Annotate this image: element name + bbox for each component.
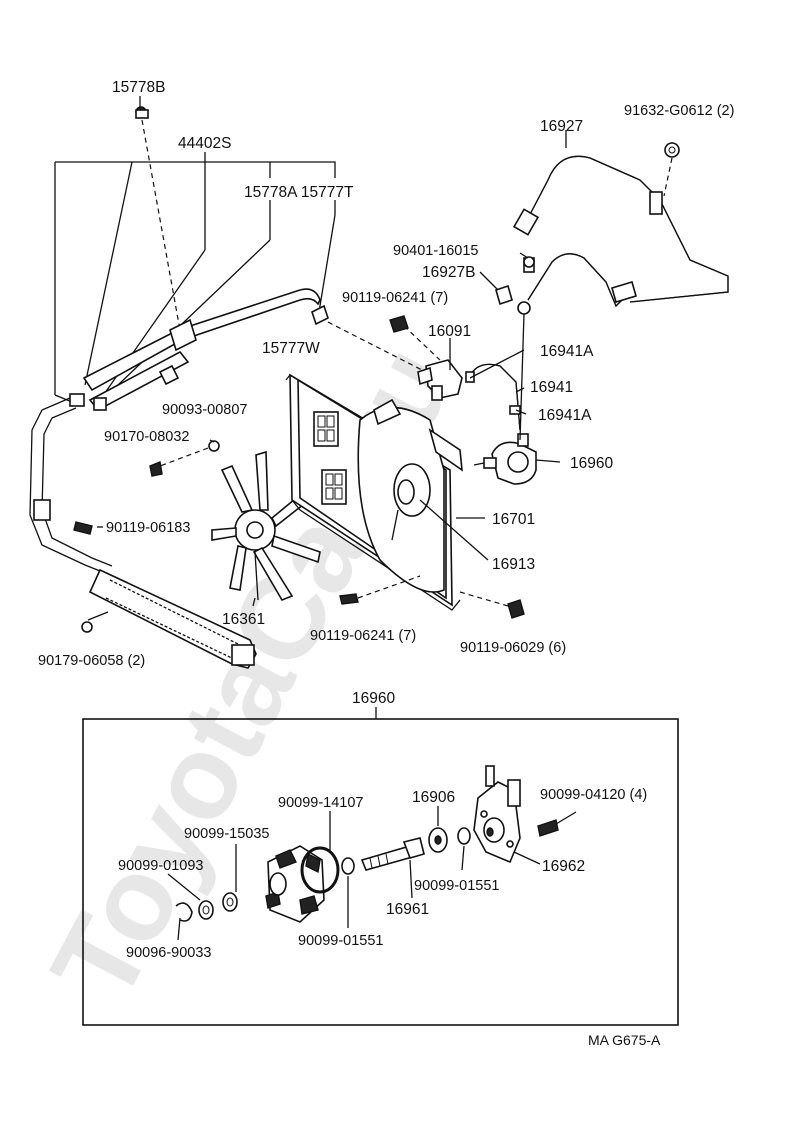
label-90099-14107: 90099-14107 bbox=[278, 795, 363, 811]
label-90119-06241-lower: 90119-06241 (7) bbox=[310, 628, 416, 644]
label-90099-15035: 90099-15035 bbox=[184, 826, 269, 842]
label-16091: 16091 bbox=[428, 323, 471, 340]
bolt-90179-06058-icon bbox=[81, 611, 109, 633]
label-90119-06029: 90119-06029 (6) bbox=[460, 640, 566, 656]
detail-labels: 90099-14107 16906 90099-04120 (4) 90099-… bbox=[118, 787, 647, 961]
o-ring-icon bbox=[300, 846, 340, 894]
label-44402s: 44402S bbox=[178, 135, 231, 152]
label-16941a-lower: 16941A bbox=[538, 407, 592, 424]
label-90401-16015: 90401-16015 bbox=[393, 243, 478, 259]
grommet-91632-g0612-icon bbox=[663, 142, 680, 197]
label-16927: 16927 bbox=[540, 118, 583, 135]
label-90093-00807: 90093-00807 bbox=[162, 402, 247, 418]
upper-leaders bbox=[97, 130, 567, 607]
connector-15777w-icon bbox=[311, 304, 329, 326]
bearing-90099-15035-icon bbox=[222, 892, 238, 912]
bolt-15778b-icon bbox=[135, 106, 149, 119]
label-90099-04120: 90099-04120 (4) bbox=[540, 787, 647, 803]
ring-90099-01551-right-icon bbox=[457, 827, 471, 845]
hose-16941-icon bbox=[465, 363, 521, 431]
bolt-90099-04120-icon bbox=[537, 811, 577, 837]
bolt-90119-06029-icon bbox=[459, 591, 525, 619]
bolt-90119-06241-lower-icon bbox=[339, 575, 421, 605]
oil-cooler-pipes bbox=[29, 288, 321, 576]
upper-assembly: 15778B 44402S 15778A 15777T 15777W 90093… bbox=[29, 79, 734, 669]
fan-shroud-icon bbox=[285, 373, 463, 611]
valve-16091-icon bbox=[319, 315, 463, 401]
label-16961: 16961 bbox=[386, 901, 429, 918]
label-90096-90033: 90096-90033 bbox=[126, 945, 211, 961]
label-15778b: 15778B bbox=[112, 79, 165, 96]
label-16701: 16701 bbox=[492, 511, 535, 528]
upper-labels: 15778B 44402S 15778A 15777T 15777W 90093… bbox=[38, 79, 734, 669]
pump-cover-icon bbox=[473, 765, 521, 864]
label-91632-g0612: 91632-G0612 (2) bbox=[624, 103, 734, 119]
bolt-90401-16015-icon bbox=[523, 256, 535, 273]
snap-ring-icon bbox=[175, 902, 193, 922]
label-90119-06183: 90119-06183 bbox=[106, 520, 190, 536]
hydraulic-pump-icon bbox=[473, 433, 537, 485]
label-16941a-upper: 16941A bbox=[540, 343, 594, 360]
detail-frame bbox=[82, 718, 679, 1026]
detail-16960: 16960 bbox=[82, 690, 679, 1026]
label-15777w: 15777W bbox=[262, 340, 320, 357]
label-16361: 16361 bbox=[222, 611, 265, 628]
fan-motor-icon bbox=[391, 463, 431, 541]
bearing-90099-01093-icon bbox=[198, 900, 214, 920]
screw-90119-06183-icon bbox=[73, 521, 93, 535]
gear-16906-icon bbox=[428, 827, 448, 853]
label-16941: 16941 bbox=[530, 379, 573, 396]
label-90099-01551-right: 90099-01551 bbox=[414, 878, 499, 894]
label-90099-01551-left: 90099-01551 bbox=[298, 933, 383, 949]
label-16913: 16913 bbox=[492, 556, 535, 573]
drawing-reference: MA G675-A bbox=[588, 1032, 661, 1048]
detail-title: 16960 bbox=[352, 690, 395, 707]
label-16962: 16962 bbox=[542, 858, 585, 875]
detail-leaders bbox=[167, 806, 541, 941]
ring-90099-01551-left-icon bbox=[341, 857, 355, 875]
pressure-hose-16927-icon bbox=[512, 155, 729, 441]
clamp-16927b-icon bbox=[495, 284, 513, 306]
label-90119-06241-upper: 90119-06241 (7) bbox=[342, 290, 448, 306]
fan-blade-icon bbox=[211, 450, 321, 601]
label-90179-06058: 90179-06058 (2) bbox=[38, 653, 145, 669]
pump-housing-icon bbox=[265, 845, 325, 923]
label-16906: 16906 bbox=[412, 789, 455, 806]
label-90099-01093: 90099-01093 bbox=[118, 858, 203, 874]
nut-90093-00807-icon bbox=[149, 440, 220, 477]
label-90170-08032: 90170-08032 bbox=[104, 429, 189, 445]
label-16927b: 16927B bbox=[422, 264, 475, 281]
label-16960-top: 16960 bbox=[570, 455, 613, 472]
label-15778a-15777t: 15778A 15777T bbox=[244, 184, 354, 201]
shaft-16961-icon bbox=[360, 837, 425, 871]
oil-cooler-icon bbox=[88, 568, 257, 669]
